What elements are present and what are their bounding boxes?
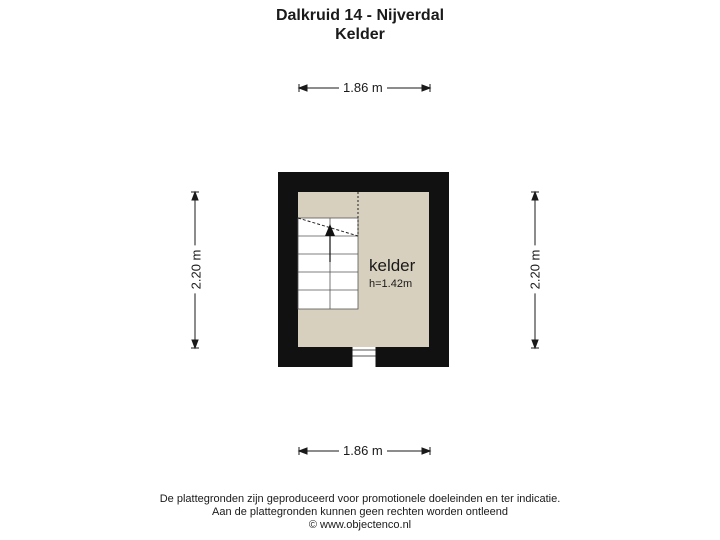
dimension-label-right: 2.20 m xyxy=(527,245,543,294)
stair-direction-arrow-icon xyxy=(325,224,335,236)
room-height: h=1.42m xyxy=(369,278,413,290)
dimension-label-bottom: 1.86 m xyxy=(339,443,387,458)
disclaimer-line-1: De plattegronden zijn geproduceerd voor … xyxy=(159,493,561,505)
disclaimer-line-2: Aan de plattegronden kunnen geen rechten… xyxy=(211,506,508,518)
room-name: kelder xyxy=(369,256,416,275)
dimension-label-top: 1.86 m xyxy=(339,80,387,95)
plan-title: Dalkruid 14 - Nijverdal xyxy=(275,7,445,24)
floor-title: Kelder xyxy=(335,26,385,43)
door-opening[interactable] xyxy=(352,347,376,367)
dimension-label-left: 2.20 m xyxy=(188,245,204,294)
disclaimer-line-3: © www.objectenco.nl xyxy=(308,519,412,531)
staircase xyxy=(297,192,359,310)
